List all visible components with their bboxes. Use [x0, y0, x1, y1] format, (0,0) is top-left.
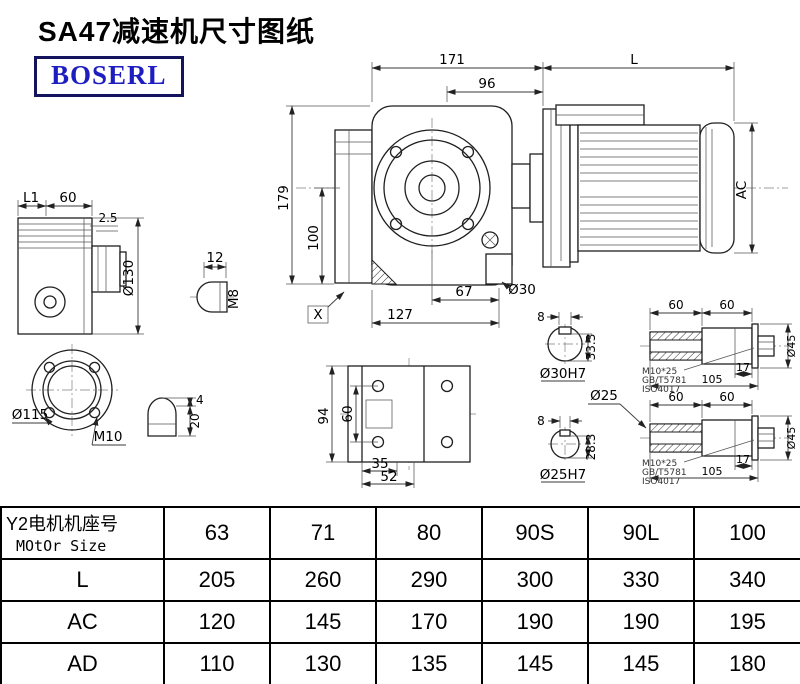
ad-value-1: 130	[269, 642, 377, 684]
dim-60a-top: 60	[668, 298, 683, 312]
dim-52: 52	[380, 469, 397, 485]
motor-view: L AC	[542, 52, 758, 268]
dim-d30: Ø30	[508, 282, 536, 298]
bottom-view: 94 60 35 52	[316, 358, 478, 488]
motor-size-63: 63	[163, 506, 271, 560]
shaft-section-25: 8 28.3 Ø25H7 Ø25	[537, 388, 647, 483]
dim-17-top: 17	[736, 361, 750, 374]
table-row-ad: AD 110 130 135 145 145 180	[0, 642, 800, 684]
table-row-motor-size: Y2电机机座号 MOtOr Size 63 71 80 90S 90L 100	[0, 506, 800, 560]
l-value-4: 330	[587, 558, 695, 602]
motor-size-90l: 90L	[587, 506, 695, 560]
plug-detail-2: 4 20	[147, 393, 204, 437]
dim-179: 179	[276, 185, 292, 211]
dim-60b-bottom: 60	[719, 390, 734, 404]
dim-l1: L1	[23, 190, 39, 206]
row-label-ad: AD	[0, 642, 165, 684]
ac-value-4: 190	[587, 600, 695, 644]
ac-value-3: 190	[481, 600, 589, 644]
boserl-logo: BOSERL	[34, 56, 184, 97]
dim-33-3: 33.3	[584, 334, 598, 361]
dim-60a-bottom: 60	[668, 390, 683, 404]
bolt-std2-top: ISO4017	[642, 385, 680, 395]
dim-105-bottom: 105	[702, 465, 723, 478]
dim-60-side: 60	[59, 190, 76, 206]
dim-keyway-8-top: 8	[537, 310, 545, 324]
l-value-3: 300	[481, 558, 589, 602]
ac-value-2: 170	[375, 600, 483, 644]
dim-d45-bottom: Ø45	[785, 427, 798, 450]
dim-m8: M8	[226, 289, 242, 309]
bolt-std1-bottom: GB/T5781	[642, 468, 687, 478]
dim-d25: Ø25	[590, 388, 618, 404]
dim-60-bottom: 60	[340, 405, 356, 422]
dim-60b-top: 60	[719, 298, 734, 312]
bolt-std2-bottom: ISO4017	[642, 477, 680, 487]
shaft-assembly-bottom: 60 60 17 105 Ø45 M10*25 GB/T5781 ISO4017	[640, 390, 798, 487]
ad-value-3: 145	[481, 642, 589, 684]
dim-127: 127	[387, 307, 413, 323]
ac-value-0: 120	[163, 600, 271, 644]
ad-value-5: 180	[693, 642, 800, 684]
logo-text: BOSERL	[51, 60, 167, 90]
dim-171: 171	[439, 52, 465, 68]
dim-d45-top: Ø45	[785, 335, 798, 358]
table-row-l: L 205 260 290 300 330 340	[0, 558, 800, 602]
row-header-motor-size: Y2电机机座号 MOtOr Size	[0, 506, 165, 560]
technical-drawing: L1 60 2.5 Ø130 Ø115 M10 12	[12, 52, 798, 488]
dim-12: 12	[206, 250, 223, 266]
row-header-en: MOtOr Size	[16, 537, 107, 555]
l-value-0: 205	[163, 558, 271, 602]
side-view: L1 60 2.5 Ø130	[17, 190, 144, 335]
row-header-cn: Y2电机机座号	[6, 514, 119, 534]
shaft-section-30: 8 33.3 Ø30H7	[537, 310, 598, 382]
dim-17-bottom: 17	[736, 453, 750, 466]
dim-l: L	[630, 52, 638, 68]
dim-keyway-8-bottom: 8	[537, 414, 545, 428]
ad-value-0: 110	[163, 642, 271, 684]
page-title: SA47减速机尺寸图纸	[38, 16, 316, 47]
motor-size-90s: 90S	[481, 506, 589, 560]
dim-28-3: 28.3	[584, 434, 598, 461]
ac-value-1: 145	[269, 600, 377, 644]
dim-35: 35	[371, 456, 388, 472]
dim-67: 67	[455, 284, 472, 300]
dim-d115: Ø115	[12, 407, 48, 423]
shaft-assembly-top: 60 60 17 105 Ø45 M10*25 GB/T5781 ISO4017	[640, 298, 798, 395]
dim-d30h7: Ø30H7	[540, 366, 587, 382]
dim-105-top: 105	[702, 373, 723, 386]
plug-detail-1: 12 M8	[190, 250, 242, 313]
dim-m10: M10	[94, 429, 123, 445]
motor-size-80: 80	[375, 506, 483, 560]
dim-20: 20	[188, 413, 202, 428]
dim-100: 100	[306, 225, 322, 251]
dim-4: 4	[196, 393, 204, 407]
dim-96: 96	[478, 76, 495, 92]
l-value-2: 290	[375, 558, 483, 602]
flange-view: Ø115 M10	[12, 344, 126, 446]
row-label-l: L	[0, 558, 165, 602]
bolt-spec-bottom: M10*25	[642, 459, 677, 469]
front-view: 171 96 179 100 67 Ø30 127 X	[276, 52, 544, 328]
row-label-ac: AC	[0, 600, 165, 644]
table-row-ac: AC 120 145 170 190 190 195	[0, 600, 800, 644]
dim-x: X	[313, 307, 322, 323]
motor-size-table: Y2电机机座号 MOtOr Size 63 71 80 90S 90L 100 …	[0, 506, 800, 684]
l-value-5: 340	[693, 558, 800, 602]
ac-value-5: 195	[693, 600, 800, 644]
dim-d130: Ø130	[121, 260, 137, 296]
dim-94: 94	[316, 407, 332, 424]
ad-value-2: 135	[375, 642, 483, 684]
bolt-spec-top: M10*25	[642, 367, 677, 377]
motor-size-71: 71	[269, 506, 377, 560]
dim-d25h7: Ø25H7	[540, 467, 587, 483]
l-value-1: 260	[269, 558, 377, 602]
ad-value-4: 145	[587, 642, 695, 684]
dim-ac: AC	[734, 181, 750, 199]
bolt-std1-top: GB/T5781	[642, 376, 687, 386]
motor-size-100: 100	[693, 506, 800, 560]
